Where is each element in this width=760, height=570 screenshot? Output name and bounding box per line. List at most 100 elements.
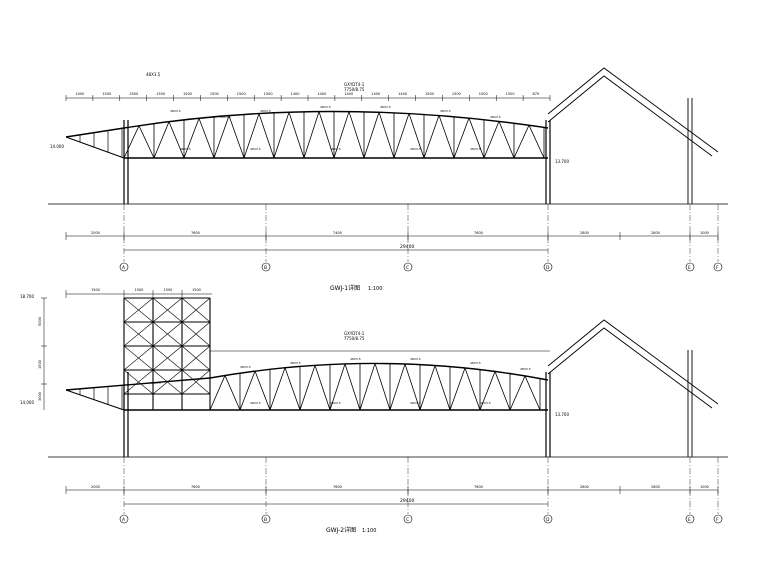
caption: GWJ-2详图: [326, 526, 356, 534]
bottom-dimension-label: 2800: [651, 231, 660, 235]
bottom-dimension-label: 7600: [474, 485, 483, 489]
tower-brace: [181, 321, 211, 347]
diagonal-web: [243, 113, 260, 159]
member-annotation: 48X3.5: [150, 381, 161, 385]
axis-bubble: [543, 262, 553, 272]
cantilever-bottom: [65, 136, 125, 159]
member-annotation: 48X3.5: [330, 147, 341, 151]
diagonal-web: [378, 112, 395, 159]
axis-bubble: [685, 514, 695, 524]
left-dimension-label: 3000: [38, 392, 42, 401]
diagonal-web: [468, 117, 485, 159]
diagonal-web: [498, 121, 515, 159]
diagonal-web: [363, 112, 380, 159]
member-annotation: 48X3.5: [260, 109, 271, 113]
axis-label: D: [546, 265, 550, 271]
member-annotation: 48X3.5: [380, 105, 391, 109]
top-dimension-label: 1500: [129, 92, 138, 96]
tower-brace: [181, 369, 211, 395]
diagonal-web: [374, 363, 391, 411]
top-dimension-label: 1500: [102, 92, 111, 96]
diagonal-web: [438, 115, 455, 159]
member-annotations: 48X3.5 48X3.5 48X3.5 48X3.5 48X3.5 48X3.5 48X3…: [170, 105, 501, 151]
bottom-dimension-label: 7400: [333, 231, 342, 235]
axis-label: F: [716, 517, 719, 523]
bottom-dimension-label: 2000: [91, 231, 100, 235]
total-dimension: 29400: [400, 498, 414, 504]
left-dimension-label: 5000: [38, 317, 42, 326]
diagonal-web: [303, 111, 320, 159]
top-dimension-label: 1500: [156, 92, 165, 96]
bottom-dimension-label: 7600: [191, 485, 200, 489]
top-note-sub: 7750/8.75: [344, 336, 365, 341]
diagonal-web: [408, 113, 425, 159]
diagonal-web: [198, 118, 215, 159]
member-annotation: 48X3.5: [490, 115, 501, 119]
bottom-dimension-label: 2800: [580, 231, 589, 235]
member-annotation: 48X3.5: [250, 401, 261, 405]
member-annotation: 48X3.5: [470, 147, 481, 151]
axis-label: B: [264, 265, 267, 271]
axis-label: F: [716, 265, 719, 271]
diagonal-web: [464, 367, 481, 411]
truss-web-members: [79, 111, 545, 159]
diagonal-web: [123, 125, 140, 159]
top-dimension-label: 1400: [344, 92, 353, 96]
member-annotation: 48X3.5: [520, 367, 531, 371]
tower-brace: [181, 345, 211, 371]
top-dimension-label: 1500: [135, 288, 144, 292]
diagonal-web: [404, 363, 421, 411]
diagonal-web: [183, 118, 200, 159]
diagonal-web: [524, 375, 541, 411]
diagonal-web: [228, 115, 245, 159]
diagonal-web: [423, 115, 440, 159]
top-note-sub: 7750/8.75: [344, 87, 365, 92]
diagonal-web: [318, 111, 335, 159]
top-dimension-label: 1400: [291, 92, 300, 96]
top-dimension-label: 1000: [75, 92, 84, 96]
axis-label: A: [122, 517, 126, 523]
member-annotation: 48X3.5: [240, 365, 251, 369]
top-dimension-label: 1500: [164, 288, 173, 292]
diagonal-web: [389, 363, 406, 411]
caption: GWJ-1详图: [330, 284, 360, 292]
member-annotation: 48X3.5: [170, 109, 181, 113]
axis-bubble: [713, 514, 723, 524]
top-dimension-label: 1400: [398, 92, 407, 96]
diagonal-web: [528, 125, 545, 159]
member-annotation: 48X3.5: [290, 361, 301, 365]
diagonal-web: [153, 121, 170, 159]
diagonal-web: [224, 375, 241, 411]
tower-brace: [152, 297, 183, 323]
axis-bubble: [119, 262, 129, 272]
top-dimension-label: 1400: [371, 92, 380, 96]
diagonal-web: [209, 375, 226, 411]
member-annotation: 48X3.5: [410, 147, 421, 151]
tower-brace: [152, 321, 183, 347]
diagonal-web: [494, 371, 511, 411]
member-annotation: 48X3.5: [180, 147, 191, 151]
elevation-right: 13.700: [555, 412, 569, 417]
top-dimension-ticks: [65, 95, 551, 101]
top-dimension-label: 1500: [506, 92, 515, 96]
bottom-dimension-label: 1000: [700, 231, 709, 235]
member-annotation: 48X3.5: [330, 401, 341, 405]
diagonal-web: [419, 365, 436, 411]
axis-bubble: [403, 262, 413, 272]
diagonal-web: [239, 370, 256, 411]
roof-outline-inner: [547, 75, 713, 157]
diagonal-web: [254, 370, 271, 411]
tower-brace: [123, 297, 154, 323]
axis-label: E: [688, 265, 691, 271]
roof-outline-inner: [547, 327, 713, 409]
top-chord: [65, 110, 549, 138]
